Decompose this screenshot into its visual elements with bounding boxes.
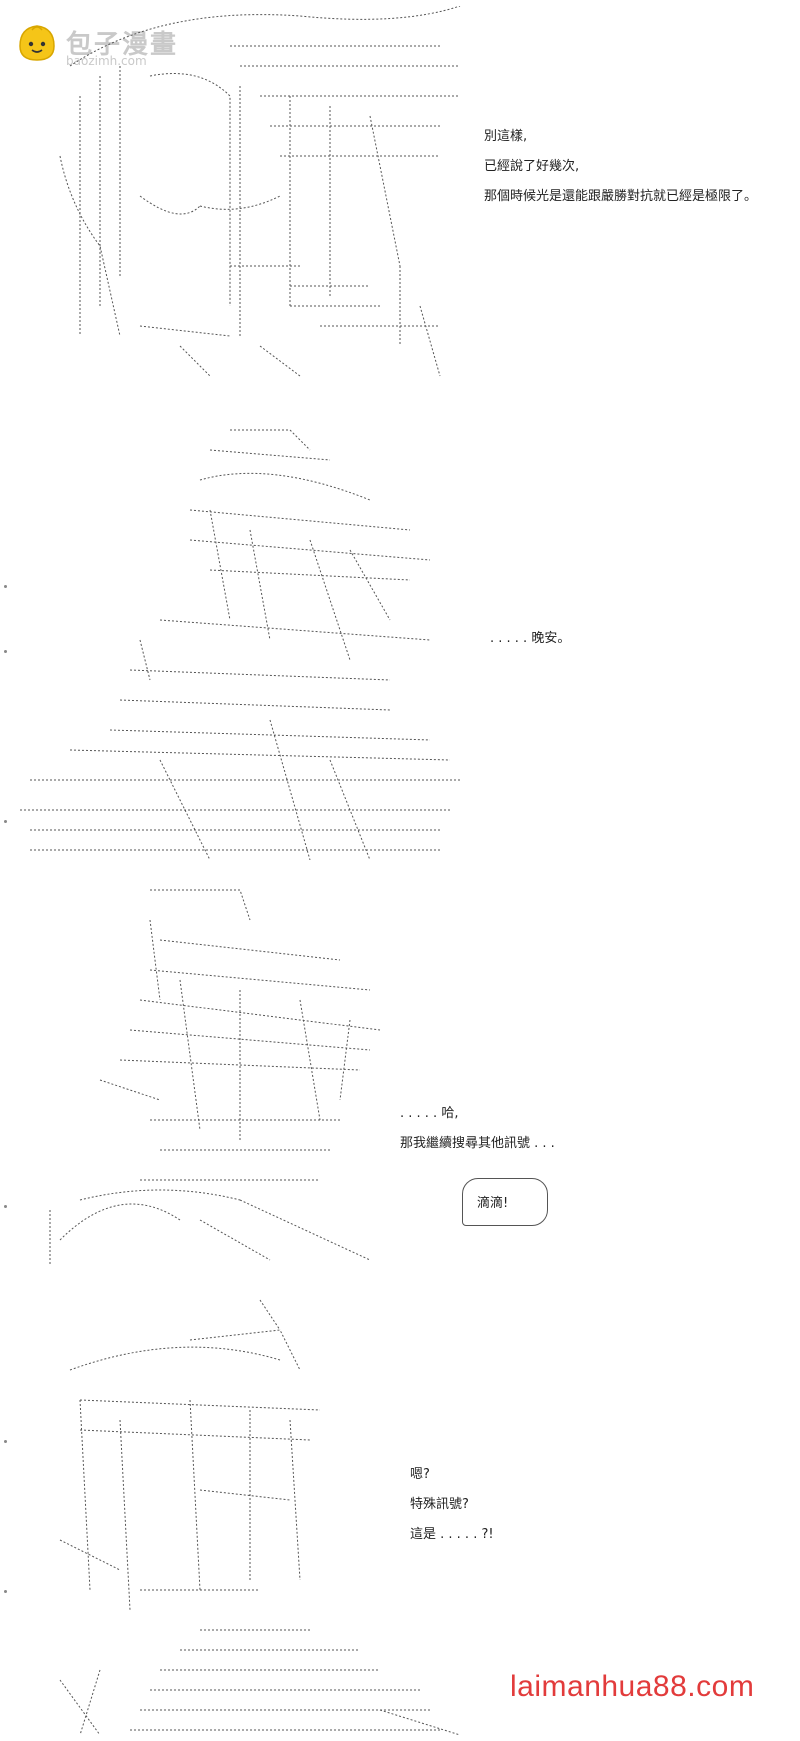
dialog-text-4: 嗯? 特殊訊號? 這是 . . . . . ?! xyxy=(410,1460,494,1550)
ascii-art-character-3 xyxy=(40,880,420,1265)
dialog-line: . . . . . 哈, xyxy=(400,1106,459,1121)
dialog-line: 特殊訊號? xyxy=(410,1497,469,1512)
edge-mark xyxy=(4,1440,7,1443)
speech-bubble-text: 滴滴! xyxy=(477,1196,509,1211)
manga-panel-1: 別這樣, 已經說了好幾次, 那個時候光是還能跟嚴勝對抗就已經是極限了。 xyxy=(0,0,800,400)
edge-mark xyxy=(4,1590,7,1593)
speech-bubble: 滴滴! xyxy=(462,1178,548,1226)
ascii-art-character-1 xyxy=(40,6,470,381)
dialog-line: 這是 . . . . . ?! xyxy=(410,1527,494,1542)
manga-panel-2: . . . . . 晚安。 xyxy=(0,400,800,870)
dialog-line: 嗯? xyxy=(410,1467,430,1482)
dialog-line: 那個時候光是還能跟嚴勝對抗就已經是極限了。 xyxy=(484,189,758,204)
edge-mark xyxy=(4,585,7,588)
manga-panel-4: 嗯? 特殊訊號? 這是 . . . . . ?! xyxy=(0,1270,800,1741)
ascii-art-character-2 xyxy=(10,420,480,860)
dialog-text-3: . . . . . 哈, 那我繼續搜尋其他訊號 . . . xyxy=(400,1099,555,1159)
dialog-line: 別這樣, xyxy=(484,129,528,144)
dialog-text-2: . . . . . 晚安。 xyxy=(490,624,570,654)
site-logo: 包子漫畫 baozimh.com xyxy=(14,20,214,70)
dialog-line: 已經說了好幾次, xyxy=(484,159,580,174)
manga-panel-3: . . . . . 哈, 那我繼續搜尋其他訊號 . . . xyxy=(0,870,800,1270)
edge-mark xyxy=(4,1205,7,1208)
ascii-art-character-4 xyxy=(40,1290,470,1735)
edge-mark xyxy=(4,650,7,653)
bun-mascot-icon xyxy=(19,25,55,61)
dialog-text-1: 別這樣, 已經說了好幾次, 那個時候光是還能跟嚴勝對抗就已經是極限了。 xyxy=(484,122,757,212)
edge-mark xyxy=(4,820,7,823)
logo-title: 包子漫畫 xyxy=(66,30,179,60)
site-watermark: laimanhua88.com xyxy=(510,1670,755,1703)
dialog-line: 那我繼續搜尋其他訊號 . . . xyxy=(400,1136,555,1151)
logo-domain: baozimh.com xyxy=(66,54,147,68)
dialog-line: . . . . . 晚安。 xyxy=(490,631,571,646)
